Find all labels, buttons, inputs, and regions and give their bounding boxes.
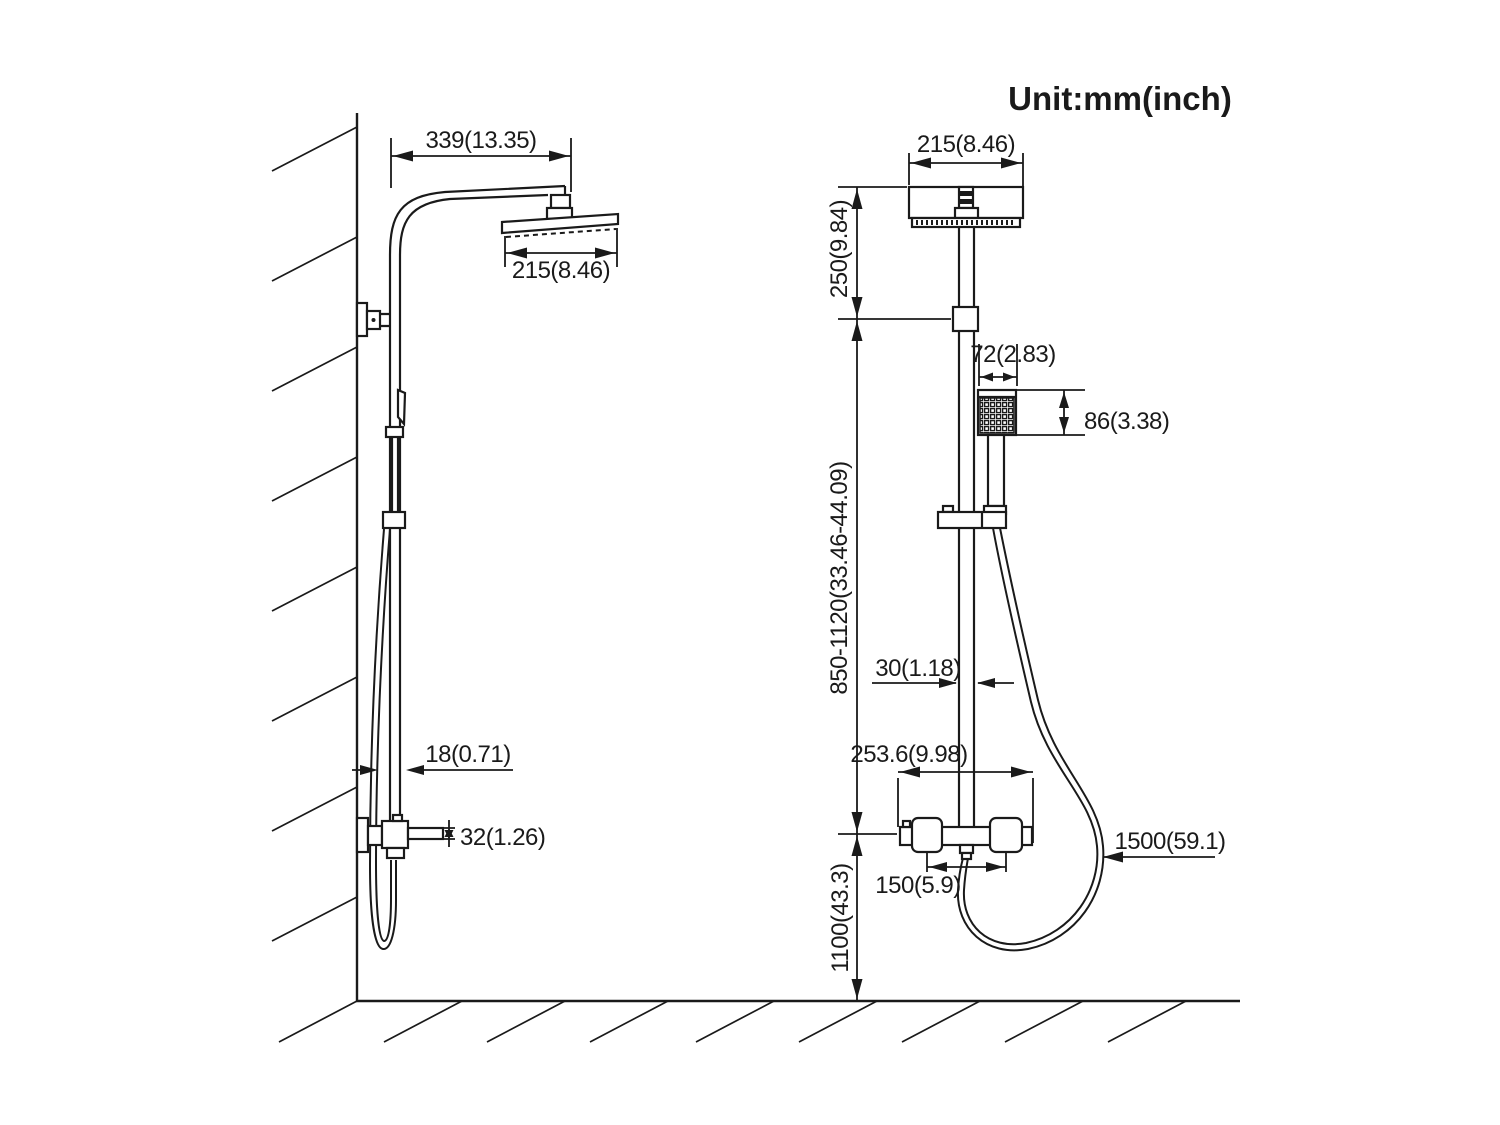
- valve-spout-side: [406, 826, 445, 841]
- connector-thread-2: [959, 199, 973, 204]
- hose-outlet-stem: [960, 851, 973, 861]
- floor-hatching: [278, 1000, 1187, 1043]
- handshower-front: [976, 388, 1018, 516]
- dimension-arrows: [360, 150, 1123, 999]
- front-view: [898, 185, 1105, 952]
- valve-body-side: [380, 819, 410, 850]
- nozzle-face-dashed: [505, 228, 617, 238]
- handshower-spray-grid: [979, 397, 1015, 434]
- valve-top-tab: [901, 819, 912, 829]
- valve-knob-side: [391, 813, 404, 823]
- valve-handle-left: [910, 816, 944, 854]
- dim-handle-spacing: 150(5.9): [875, 872, 960, 899]
- bracket-screw: [371, 318, 376, 322]
- slider-clamp: [384, 425, 405, 439]
- valve-nut: [366, 824, 384, 847]
- dim-valve-width: 253.6(9.98): [850, 741, 967, 768]
- valve-front: [898, 816, 1034, 861]
- dim-spout-height: 32(1.26): [460, 824, 545, 851]
- dim-riser-range: 850-1120(33.46-44.09): [826, 461, 853, 694]
- dim-valve-width-lines: [897, 771, 1034, 843]
- unit-label: Unit:mm(inch): [1008, 80, 1232, 117]
- dim-hose-length: 1500(59.1): [1114, 828, 1225, 855]
- valve-handle-right: [988, 816, 1024, 854]
- head-connector: [957, 185, 975, 210]
- dimension-lines: [352, 138, 1215, 1000]
- valve-side: [355, 813, 445, 860]
- wall-hatching: [271, 126, 358, 942]
- dim-handheld-height: 86(3.38): [1084, 408, 1169, 435]
- dim-arm-reach: 339(13.35): [425, 127, 536, 154]
- dim-head-width-side: 215(8.46): [512, 257, 610, 284]
- wall-floor-line: [355, 113, 1240, 1003]
- dim-pipe-width: 30(1.18): [875, 655, 960, 682]
- dim-wall-to-pipe: 18(0.71): [425, 741, 510, 768]
- handshower-hook: [396, 388, 407, 427]
- dim-vertical-chain-lines: [838, 186, 951, 1000]
- side-view: [355, 184, 620, 950]
- handshower-handle: [986, 433, 1006, 508]
- hose-outlet-nut: [958, 843, 975, 855]
- handshower-handle-side: [390, 437, 400, 512]
- wall-and-floor: [271, 113, 1240, 1043]
- valve-locknut: [385, 846, 406, 860]
- wall-bracket-front: [951, 305, 980, 333]
- dim-valve-to-floor: 1100(43.3): [827, 863, 854, 972]
- bracket-arm: [380, 312, 390, 328]
- shower-head-side: [500, 212, 620, 235]
- overhead-shower-front: [907, 185, 1025, 229]
- connector-base: [953, 206, 980, 220]
- handle-connector-side: [381, 510, 407, 530]
- wall-bracket-side: [355, 301, 390, 338]
- holder-body: [936, 510, 1008, 530]
- arm-nut: [549, 193, 572, 210]
- valve-wall-plate: [355, 816, 370, 854]
- hose-front: [956, 527, 1105, 952]
- dim-head-width-front: 215(8.46): [917, 131, 1015, 158]
- dim-head-to-bracket: 250(9.84): [826, 200, 853, 298]
- dim-handheld-height-lines: [1017, 389, 1085, 436]
- dim-arm-reach-lines: [390, 138, 572, 192]
- hose-side: [368, 528, 397, 950]
- bracket-plate: [355, 301, 369, 338]
- overhead-shower-side: [500, 193, 620, 238]
- dimension-labels: Unit:mm(inch) 339(13.35) 215(8.46) 18(0.…: [425, 80, 1232, 973]
- slider-holder: [936, 504, 1008, 530]
- dim-handheld-width: 72(2.83): [970, 341, 1055, 368]
- connector-thread-1: [959, 191, 973, 196]
